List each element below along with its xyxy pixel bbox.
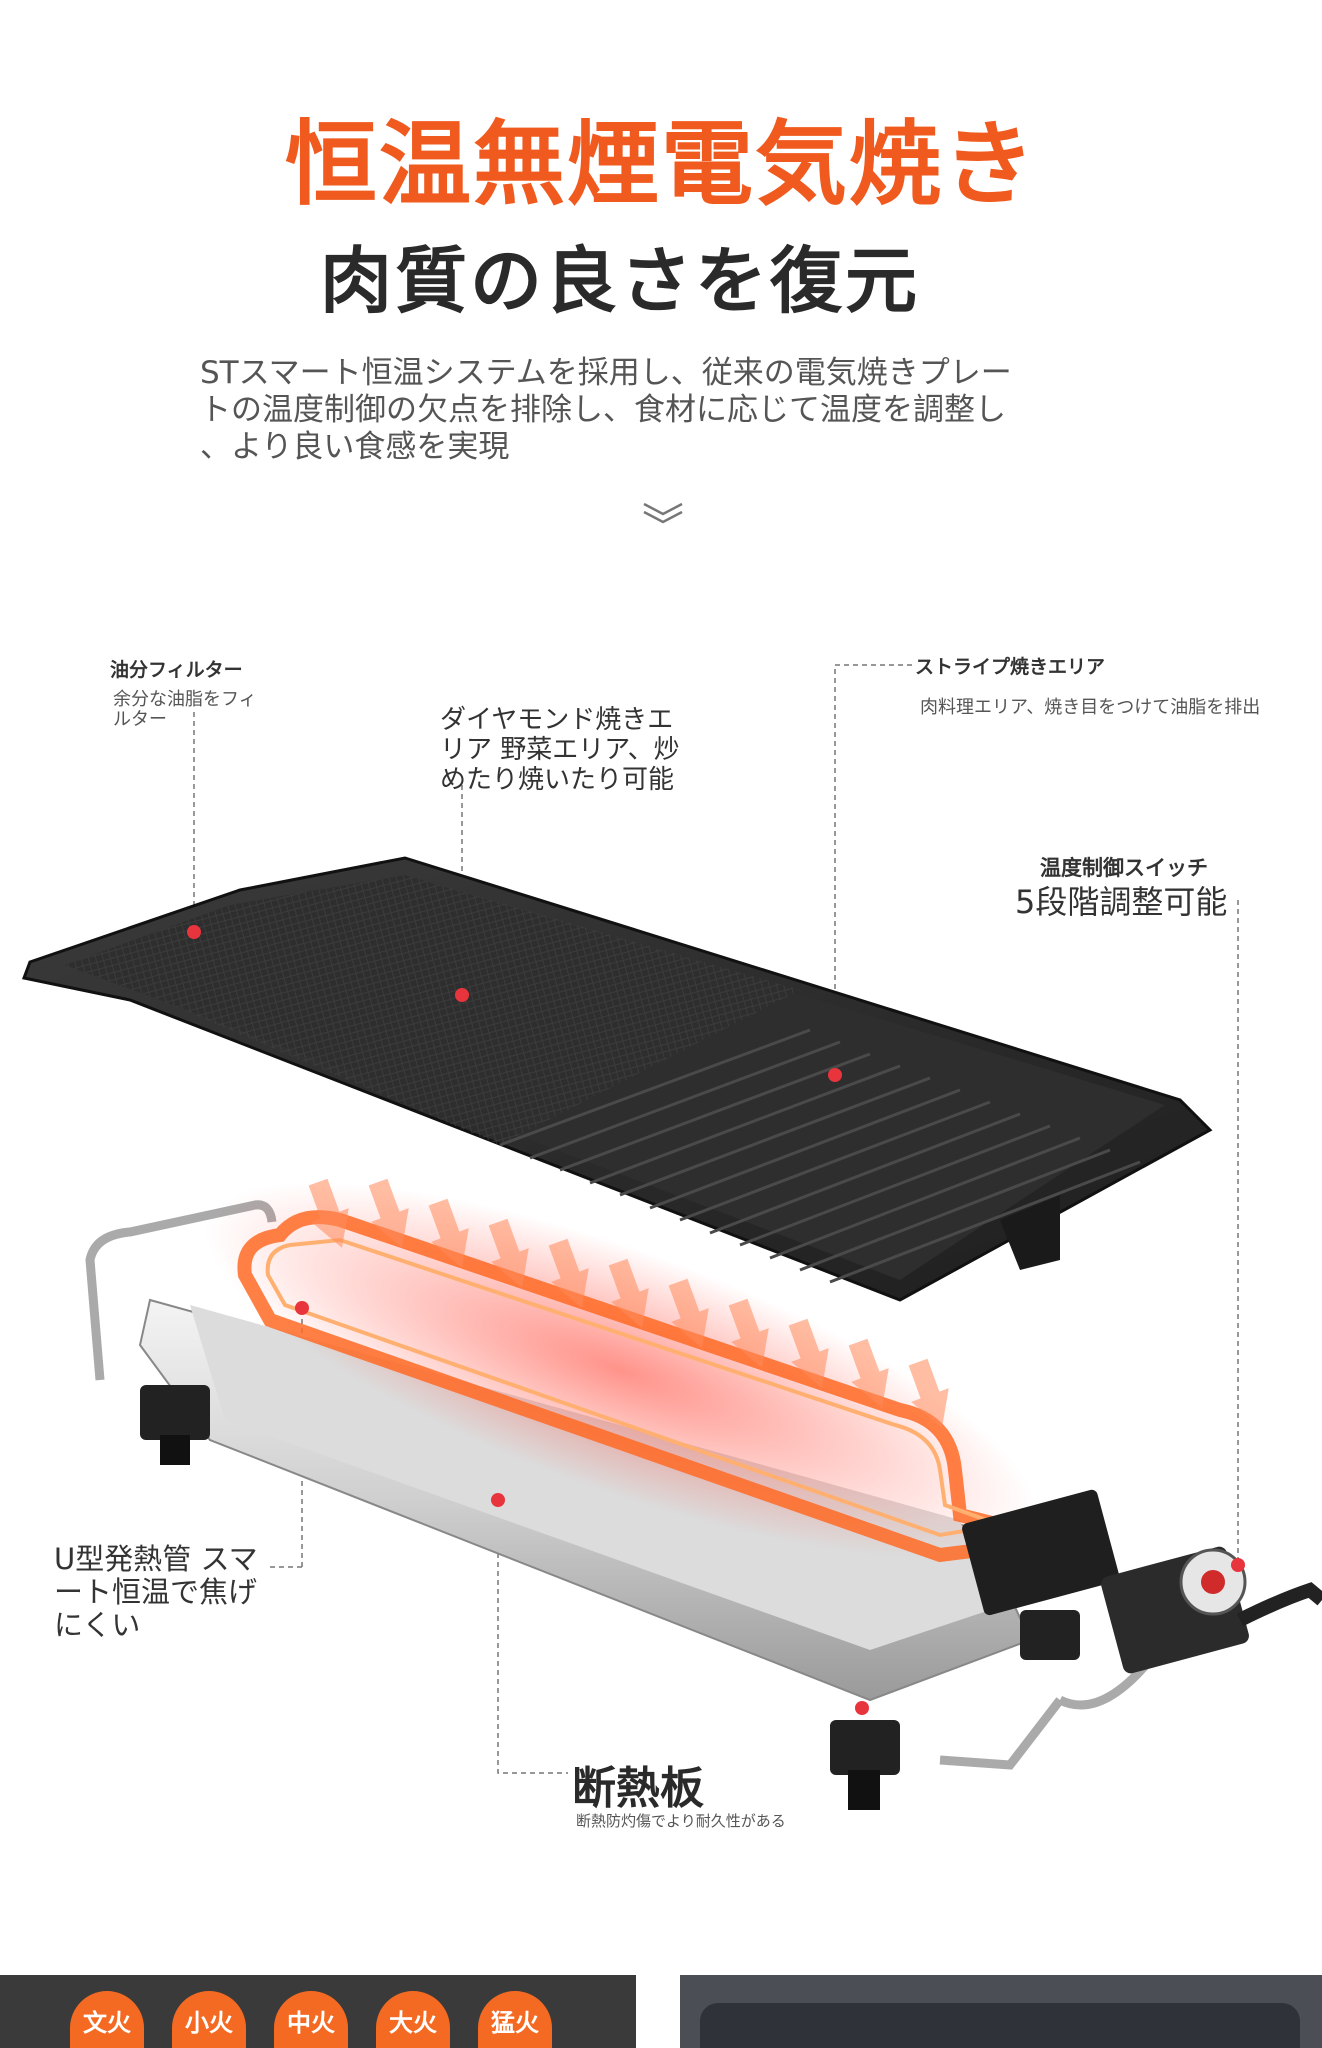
oil-filter-desc: 余分な油脂をフィ ルター <box>113 689 257 730</box>
heat-level-4: 大火 <box>376 1991 450 2048</box>
diamond-area-desc: ダイヤモンド焼きエ リア 野菜エリア、炒 めたり焼いたり可能 <box>440 705 680 795</box>
insulation-desc: 断熱防灼傷でより耐久性がある <box>576 1812 786 1830</box>
grill-photo-panel <box>680 1975 1322 2048</box>
grill-surface-image <box>700 2003 1300 2048</box>
double-chevron-down-icon <box>643 502 683 524</box>
oil-filter-title: 油分フィルター <box>110 659 243 681</box>
heat-level-1: 文火 <box>70 1991 144 2048</box>
page-title: 恒温無煙電気焼き <box>284 111 1037 218</box>
stripe-area-title: ストライプ焼きエリア <box>915 656 1106 678</box>
insulation-title: 断熱板 <box>572 1763 704 1814</box>
grill-exploded-illustration <box>21 664 1322 1810</box>
heater-desc: U型発熱管 スマ ート恒温で焦げ にくい <box>54 1542 258 1642</box>
intro-text: STスマート恒温システムを採用し、従来の電気焼きプレー トの温度制御の欠点を排除… <box>200 355 1012 465</box>
switch-title: 温度制御スイッチ <box>1040 856 1208 880</box>
heat-level-3: 中火 <box>274 1991 348 2048</box>
page-subtitle: 肉質の良さを復元 <box>319 239 920 323</box>
heat-levels-panel: 文火 小火 中火 大火 猛火 <box>0 1975 636 2048</box>
heat-level-5: 猛火 <box>478 1991 552 2048</box>
switch-desc: 5段階調整可能 <box>1015 883 1228 921</box>
stripe-area-desc: 肉料理エリア、焼き目をつけて油脂を排出 <box>920 697 1261 718</box>
heat-level-2: 小火 <box>172 1991 246 2048</box>
